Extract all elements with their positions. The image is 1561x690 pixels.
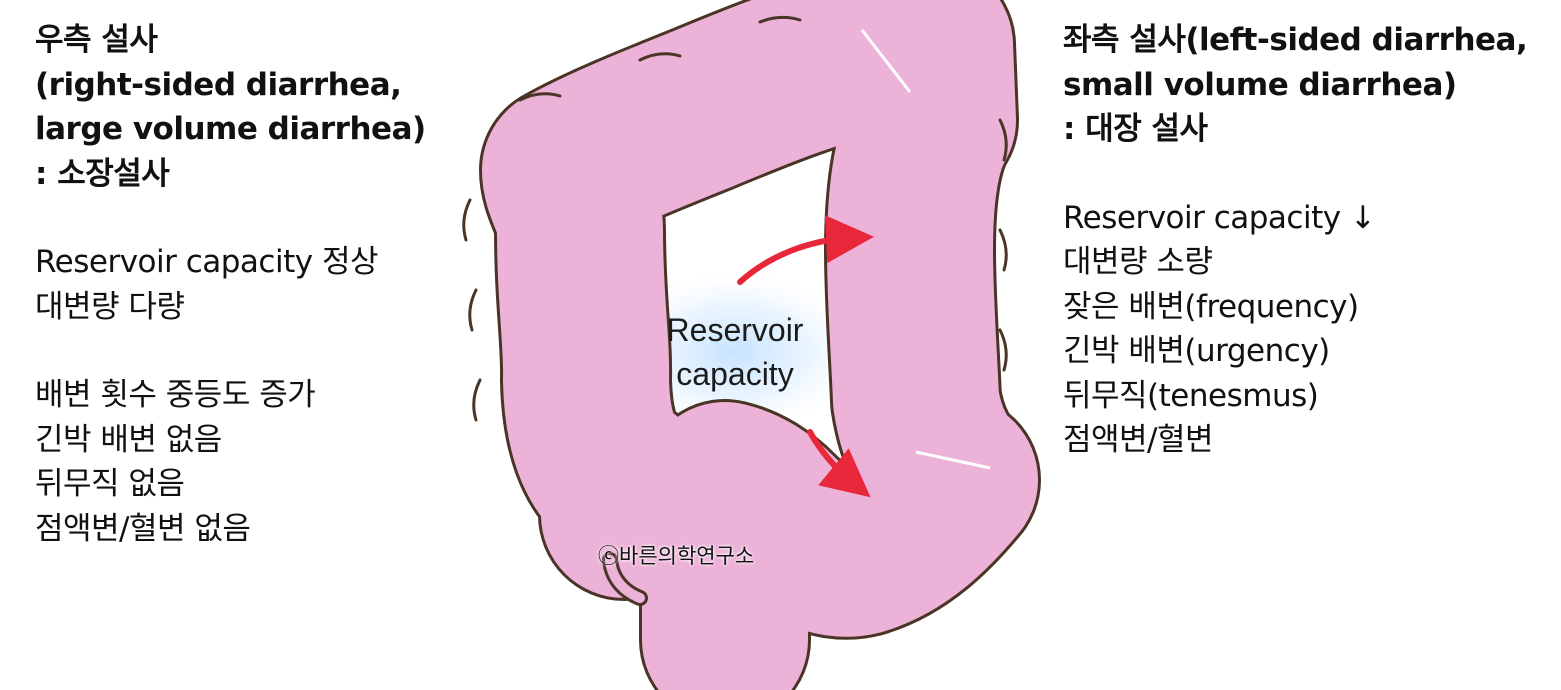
right-item-volume: 대변량 소량 [1063, 244, 1213, 280]
left-heading-line-3: large volume diarrhea) [35, 111, 426, 147]
right-item-frequency: 잦은 배변(frequency) [1063, 288, 1359, 325]
colon-body [482, 0, 1038, 690]
reservoir-capacity-label: Reservoir capacity [600, 308, 870, 396]
left-item-reservoir: Reservoir capacity 정상 [35, 244, 378, 280]
segment-divider-lower [915, 450, 991, 470]
haustra-marks [462, 15, 1008, 422]
left-item-tenesmus: 뒤무직 없음 [35, 466, 185, 502]
right-item-reservoir: Reservoir capacity ↓ [1063, 199, 1376, 236]
left-heading-line-4: : 소장설사 [35, 155, 170, 192]
center-label-line-2: capacity [676, 356, 794, 392]
left-item-urgency: 긴박 배변 없음 [35, 421, 222, 458]
right-heading-line-3: : 대장 설사 [1063, 111, 1208, 147]
upper-arrow [737, 215, 874, 285]
right-heading-line-2: small volume diarrhea) [1063, 66, 1457, 103]
colon-illustration [462, 0, 1041, 690]
lower-arrow [807, 429, 871, 498]
right-item-urgency: 긴박 배변(urgency) [1063, 333, 1330, 369]
right-description-panel: 좌측 설사(left-sided diarrhea, small volume … [1063, 18, 1528, 463]
left-item-volume: 대변량 다량 [35, 288, 185, 325]
left-item-frequency: 배변 횟수 중등도 증가 [35, 377, 316, 413]
segment-divider-upper [860, 29, 912, 93]
left-item-mucus-blood: 점액변/혈변 없음 [35, 510, 251, 547]
left-heading-line-2: (right-sided diarrhea, [35, 66, 402, 103]
appendix [605, 555, 645, 603]
right-item-mucus-blood: 점액변/혈변 [1063, 422, 1214, 458]
copyright-text: ⓒ바른의학연구소 [598, 544, 755, 568]
center-label-line-1: Reservoir [666, 312, 804, 348]
right-item-tenesmus: 뒤무직(tenesmus) [1063, 377, 1319, 414]
left-description-panel: 우측 설사 (right-sided diarrhea, large volum… [35, 18, 426, 551]
right-heading-line-1: 좌측 설사(left-sided diarrhea, [1063, 22, 1528, 58]
left-heading-line-1: 우측 설사 [35, 22, 158, 58]
